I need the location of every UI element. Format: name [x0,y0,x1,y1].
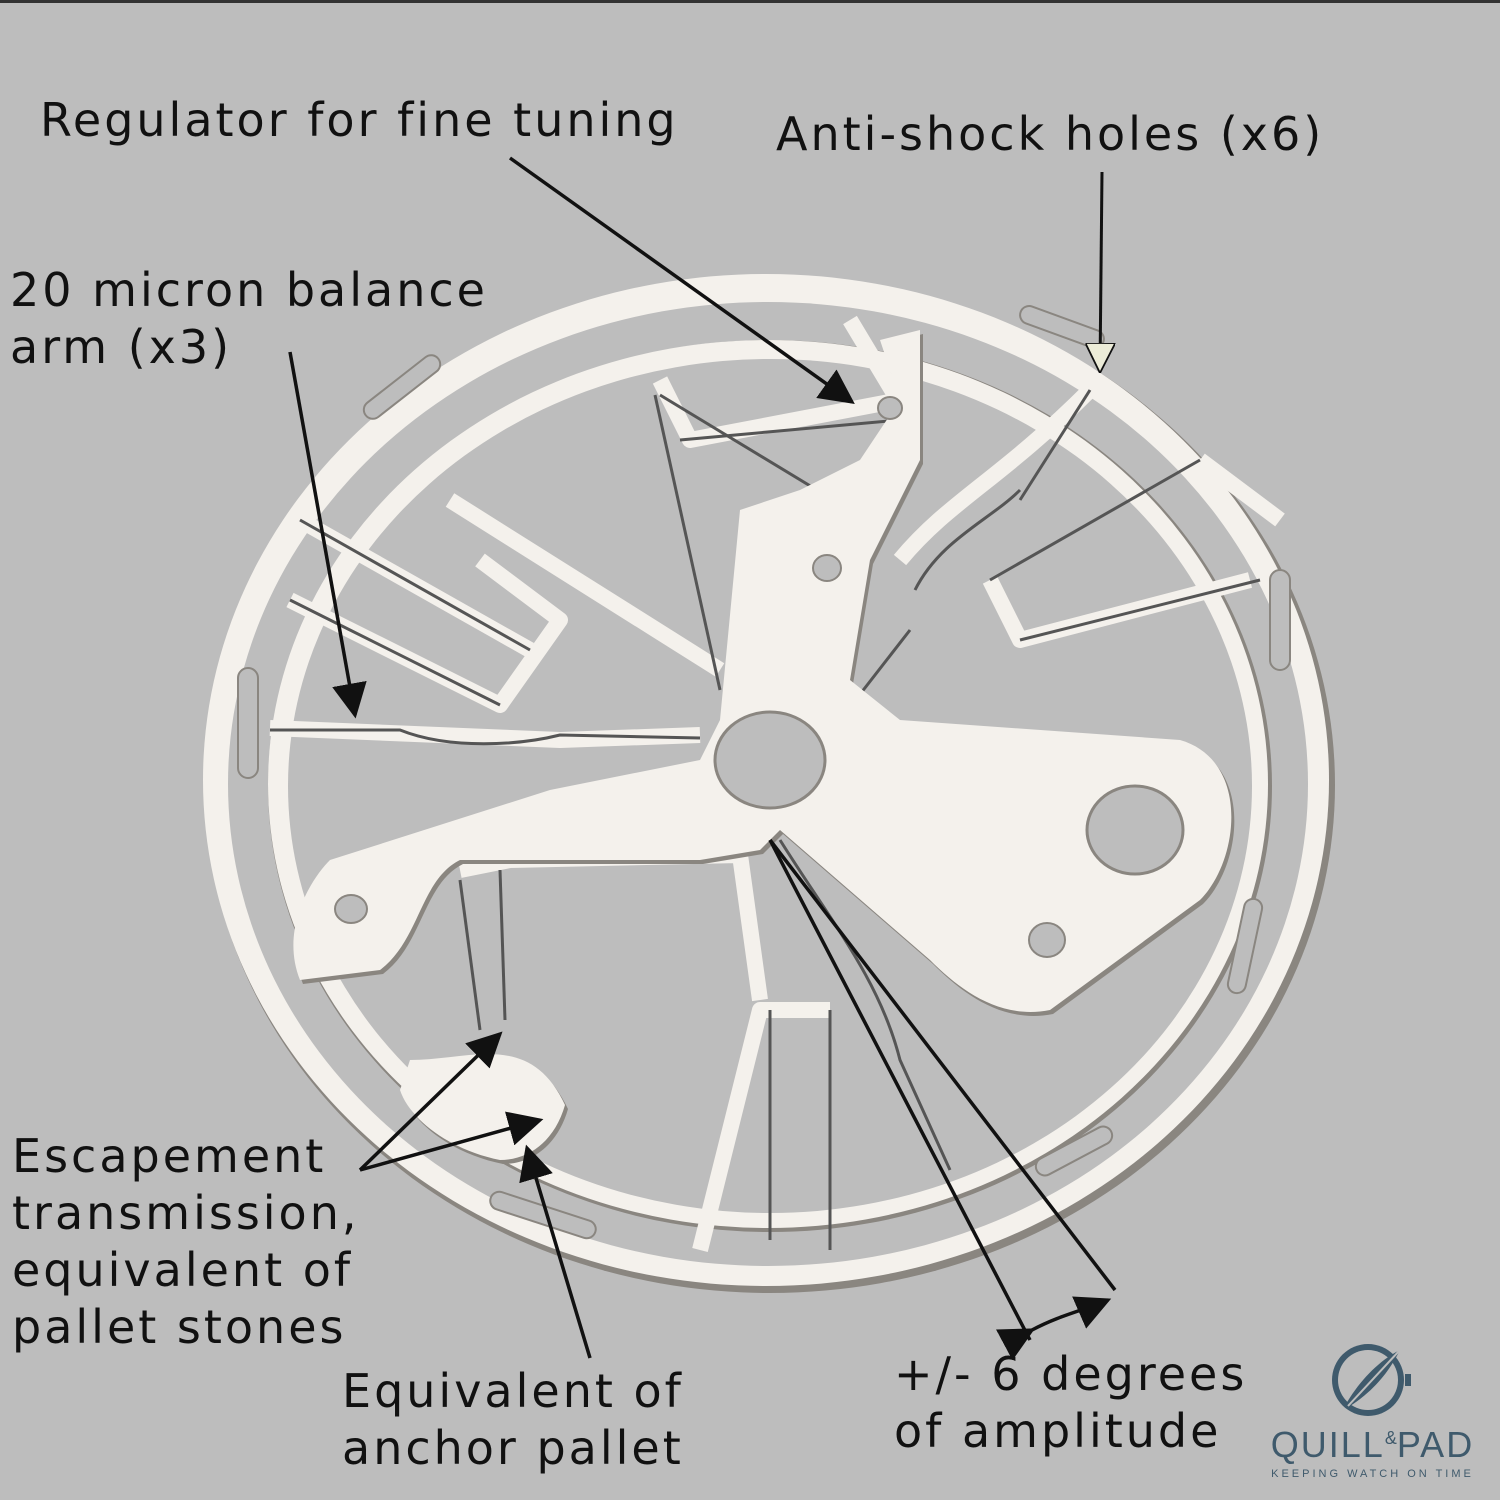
quill-and-pad-logo: QUILL&PAD KEEPING WATCH ON TIME [1250,1340,1495,1500]
label-escapement-line-2: transmission, [12,1186,360,1240]
logo-ampersand: & [1384,1428,1397,1448]
logo-wordmark: QUILL&PAD [1250,1424,1495,1466]
label-anchor-line-2: anchor pallet [342,1421,684,1475]
logo-word-right: PAD [1396,1424,1475,1465]
logo-tagline: KEEPING WATCH ON TIME [1271,1468,1474,1480]
quill-feather-icon [1332,1344,1411,1416]
label-anchor-line-1: Equivalent of [342,1364,684,1418]
label-balance-line-1: 20 micron balance [10,263,488,317]
label-amplitude-line-2: of amplitude [894,1404,1222,1458]
label-escapement-line-1: Escapement [12,1129,327,1183]
central-hub [293,330,1235,1016]
logo-word-left: QUILL [1270,1424,1385,1465]
label-escapement: Escapement transmission, equivalent of p… [12,1128,359,1356]
label-balance-arm: 20 micron balance arm (x3) [10,262,488,376]
label-amplitude-line-1: +/- 6 degrees [894,1347,1248,1401]
leader-arrows [288,156,1117,1361]
label-regulator: Regulator for fine tuning [40,93,679,147]
anti-shock-slots [237,305,1291,1240]
label-amplitude: +/- 6 degrees of amplitude [894,1346,1247,1460]
label-escapement-line-4: pallet stones [12,1300,347,1354]
label-escapement-line-3: equivalent of [12,1243,354,1297]
label-anti-shock-holes: Anti-shock holes (x6) [776,107,1325,161]
top-border [0,0,1500,3]
label-anchor-pallet: Equivalent of anchor pallet [342,1363,684,1477]
label-balance-line-2: arm (x3) [10,320,233,374]
